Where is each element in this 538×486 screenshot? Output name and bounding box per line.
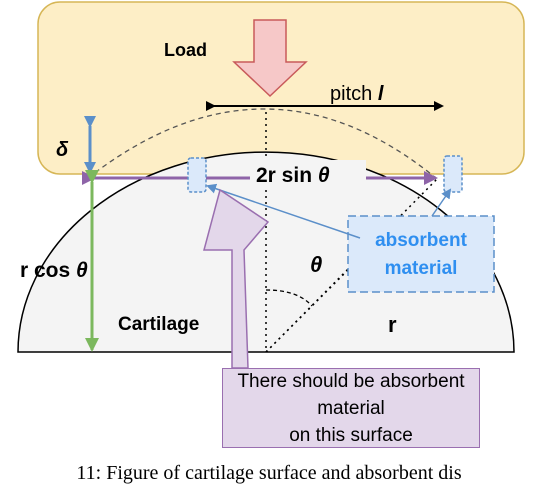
absorbent-label-line1: absorbent — [375, 230, 468, 251]
cartilage-label: Cartilage — [118, 314, 199, 335]
load-label: Load — [164, 40, 207, 60]
figure-caption: 11: Figure of cartilage surface and abso… — [76, 462, 462, 484]
surface-callout-box: There should be absorbent material on th… — [222, 368, 480, 448]
chord-label: 2r sin θ — [256, 164, 330, 187]
absorbent-patch-left — [187, 157, 207, 193]
rcos-label: r cos θ — [20, 259, 88, 282]
radius-label: r — [388, 312, 397, 337]
surface-callout-line2: on this surface — [289, 424, 413, 446]
theta-label: θ — [310, 252, 322, 277]
chord-label-prefix: 2r sin — [256, 164, 318, 187]
pitch-label-prefix: pitch — [330, 83, 378, 105]
load-arrow — [232, 19, 308, 98]
rcos-label-prefix: r cos — [20, 259, 76, 282]
pitch-label: pitch l — [330, 83, 384, 105]
surface-callout-line1: There should be absorbent material — [237, 370, 465, 419]
chord-label-var: θ — [318, 164, 330, 187]
absorbent-callout — [347, 215, 495, 293]
absorbent-pointer-left — [206, 183, 361, 239]
pitch-label-var: l — [378, 83, 384, 105]
absorbent-pointer-right — [431, 188, 452, 217]
delta-label: δ — [56, 139, 69, 161]
absorbent-label-line2: material — [385, 258, 458, 279]
radius-line-inner — [265, 269, 349, 353]
rcos-label-var: θ — [76, 259, 88, 282]
absorbent-patch-right — [443, 155, 463, 193]
surface-callout-arrow — [203, 188, 270, 369]
